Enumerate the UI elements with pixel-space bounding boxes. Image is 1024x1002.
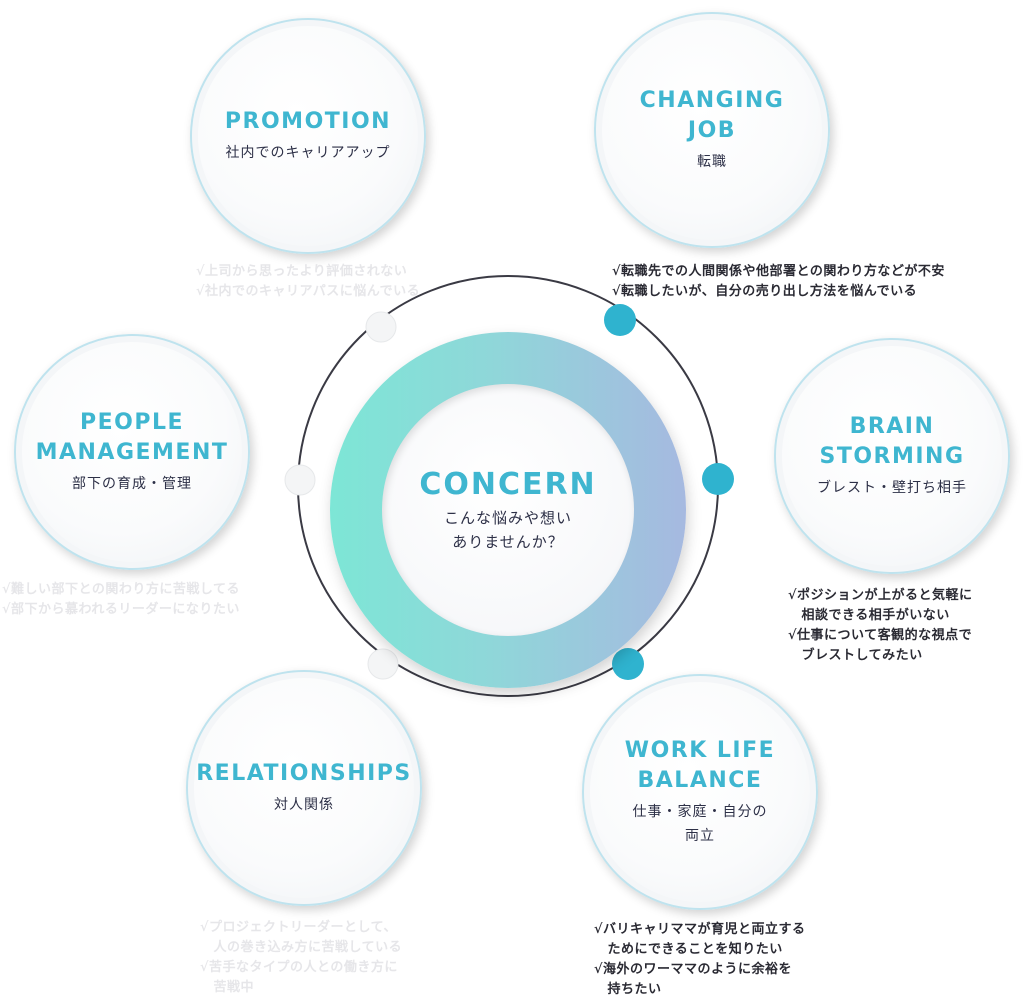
note-work-life-balance: √バリキャリママが育児と両立する ためにできることを知りたい √海外のワーママの…: [594, 922, 806, 997]
topic-subtitle: 仕事・家庭・自分の 両立: [632, 804, 768, 844]
concern-ring: CONCERN こんな悩みや想い ありませんか？: [330, 332, 686, 688]
topic-subtitle: 部下の育成・管理: [72, 476, 192, 492]
topic-title: BRAIN STORMING: [819, 414, 965, 469]
note-people-management: √難しい部下との関わり方に苦戦してる √部下から慕われるリーダーになりたい: [2, 582, 241, 617]
topic-work-life-balance: WORK LIFE BALANCE 仕事・家庭・自分の 両立: [582, 674, 818, 910]
note-promotion: √上司から思ったより評価されない √社内でのキャリアパスに悩んでいる: [196, 264, 421, 299]
topic-subtitle: ブレスト・壁打ち相手: [817, 480, 967, 496]
note-changing-job: √転職先での人間関係や他部署との関わり方などが不安 √転職したいが、自分の売り出…: [612, 264, 945, 299]
topic-title: WORK LIFE BALANCE: [624, 738, 776, 793]
topic-title: PEOPLE MANAGEMENT: [35, 410, 229, 465]
orbit-dot-work-life-balance: [612, 648, 644, 680]
topic-title: CHANGING JOB: [639, 88, 785, 143]
topic-people-management: PEOPLE MANAGEMENT 部下の育成・管理: [14, 334, 250, 570]
topic-subtitle: 対人関係: [274, 797, 334, 813]
orbit-dot-people-management: [284, 464, 316, 496]
orbit-dot-changing-job: [604, 304, 636, 336]
topic-subtitle: 社内でのキャリアアップ: [225, 145, 391, 161]
note-relationships: √プロジェクトリーダーとして、 人の巻き込み方に苦戦している √苦手なタイプの人…: [200, 920, 403, 995]
note-brain-storming: √ポジションが上がると気軽に 相談できる相手がいない √仕事について客観的な視点…: [788, 588, 973, 663]
topic-title: PROMOTION: [224, 109, 392, 134]
concern-subtitle: こんな悩みや想い ありませんか？: [443, 508, 572, 551]
topic-title: RELATIONSHIPS: [196, 761, 412, 786]
topic-relationships: RELATIONSHIPS 対人関係: [186, 670, 422, 906]
orbit-dot-relationships: [367, 648, 399, 680]
orbit-dot-brain-storming: [702, 463, 734, 495]
topic-changing-job: CHANGING JOB 転職: [594, 12, 830, 248]
topic-promotion: PROMOTION 社内でのキャリアアップ: [190, 18, 426, 254]
topic-brain-storming: BRAIN STORMING ブレスト・壁打ち相手: [774, 338, 1010, 574]
concern-title: CONCERN: [419, 466, 597, 502]
concern-center: CONCERN こんな悩みや想い ありませんか？: [382, 384, 634, 636]
topic-subtitle: 転職: [697, 154, 727, 170]
orbit-dot-promotion: [365, 311, 397, 343]
